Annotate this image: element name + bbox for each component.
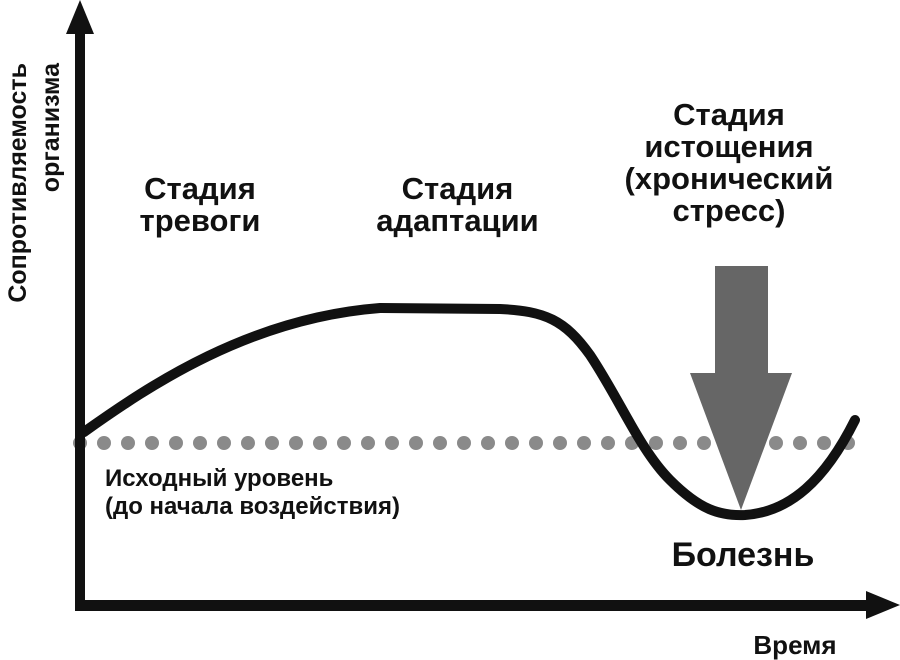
y-axis-label: Сопротивляемость организма [2,63,68,335]
y-axis-label-line2: организма [37,63,65,193]
baseline-label: Исходный уровень (до начала воздействия) [105,465,400,521]
stage-exhaustion-line3: (хронический [624,161,834,196]
stage-adaptation-line2: адаптации [376,203,539,238]
stage-exhaustion-line2: истощения [644,129,814,164]
stage-adaptation-line1: Стадия [401,171,514,206]
down-arrow-icon [690,266,792,510]
stage-alarm-line1: Стадия [144,171,256,206]
stage-alarm-label: Стадия тревоги [120,173,280,237]
stage-exhaustion-label: Стадия истощения (хронический стресс) [612,99,846,227]
x-axis-arrowhead-icon [866,591,900,619]
y-axis-line [75,28,85,611]
x-axis-label: Время [753,630,837,660]
y-axis-label-line1: Сопротивляемость [4,63,32,303]
x-axis-line [75,600,870,611]
stage-adaptation-label: Стадия адаптации [360,173,555,237]
stage-exhaustion-line4: стресс) [672,193,786,228]
stage-exhaustion-line1: Стадия [673,97,785,132]
baseline-label-line1: Исходный уровень [105,465,334,492]
y-axis-arrowhead-icon [66,0,94,34]
disease-label: Болезнь [671,536,815,574]
stage-alarm-line2: тревоги [139,203,261,238]
baseline-label-line2: (до начала воздействия) [105,493,400,520]
resistance-curve [79,302,860,521]
